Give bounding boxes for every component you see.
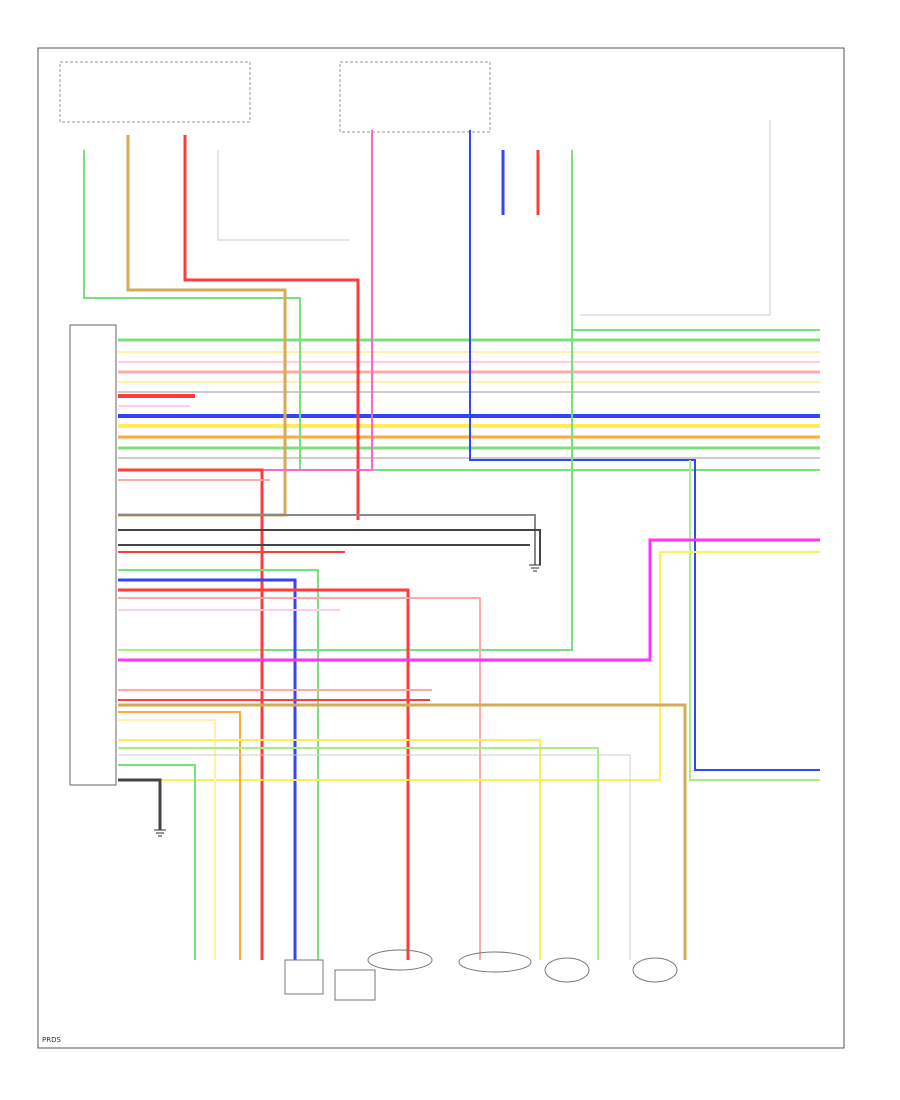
wire-green-20 — [118, 330, 573, 651]
component-outline-1 — [458, 951, 532, 973]
component-group — [154, 564, 678, 1001]
ground-icon-1 — [154, 829, 166, 837]
wire-yellow-36 — [118, 551, 820, 781]
wire-darkgray-27 — [118, 529, 541, 565]
wire-lightgray-45 — [118, 754, 631, 960]
page-label: PRDS — [42, 1036, 61, 1044]
wire-green-13 — [83, 150, 820, 471]
wire-red-32 — [118, 588, 410, 960]
wire-darkgray-47 — [118, 778, 162, 830]
wire-red-15 — [183, 135, 360, 520]
ground-icon-0 — [529, 564, 541, 572]
fuse-block-left — [59, 61, 251, 123]
wire-orange-41 — [118, 711, 241, 960]
wire-red-24 — [118, 468, 264, 960]
component-outline-4 — [334, 969, 376, 1001]
wire-gray-26 — [118, 514, 536, 565]
wire-tan-40 — [118, 703, 687, 960]
diagram-frame — [37, 47, 845, 1049]
wire-lightgray-48 — [580, 120, 771, 316]
wire-lightgray-17 — [217, 150, 350, 241]
wire-yellow-43 — [118, 739, 541, 960]
control-module-connector — [69, 324, 117, 786]
wire-blue-31 — [118, 578, 297, 960]
wire-green-19 — [571, 150, 820, 331]
wire-green-46 — [118, 764, 196, 960]
fuse-block-center — [339, 61, 491, 133]
wire-magenta-35 — [118, 538, 820, 662]
wire-green-30 — [118, 569, 319, 960]
wire-group — [83, 120, 820, 960]
wire-blue-18 — [469, 130, 820, 771]
wire-lightyellow-42 — [118, 719, 216, 960]
wire-lightred-33 — [118, 597, 481, 960]
wire-lightgreen-44 — [118, 747, 599, 960]
component-outline-0 — [367, 949, 433, 971]
component-outline-3 — [632, 957, 678, 983]
wire-lightgreen-21 — [689, 460, 820, 781]
component-outline-5 — [284, 959, 324, 995]
wire-pink-16 — [118, 130, 373, 471]
component-outline-2 — [544, 957, 590, 983]
